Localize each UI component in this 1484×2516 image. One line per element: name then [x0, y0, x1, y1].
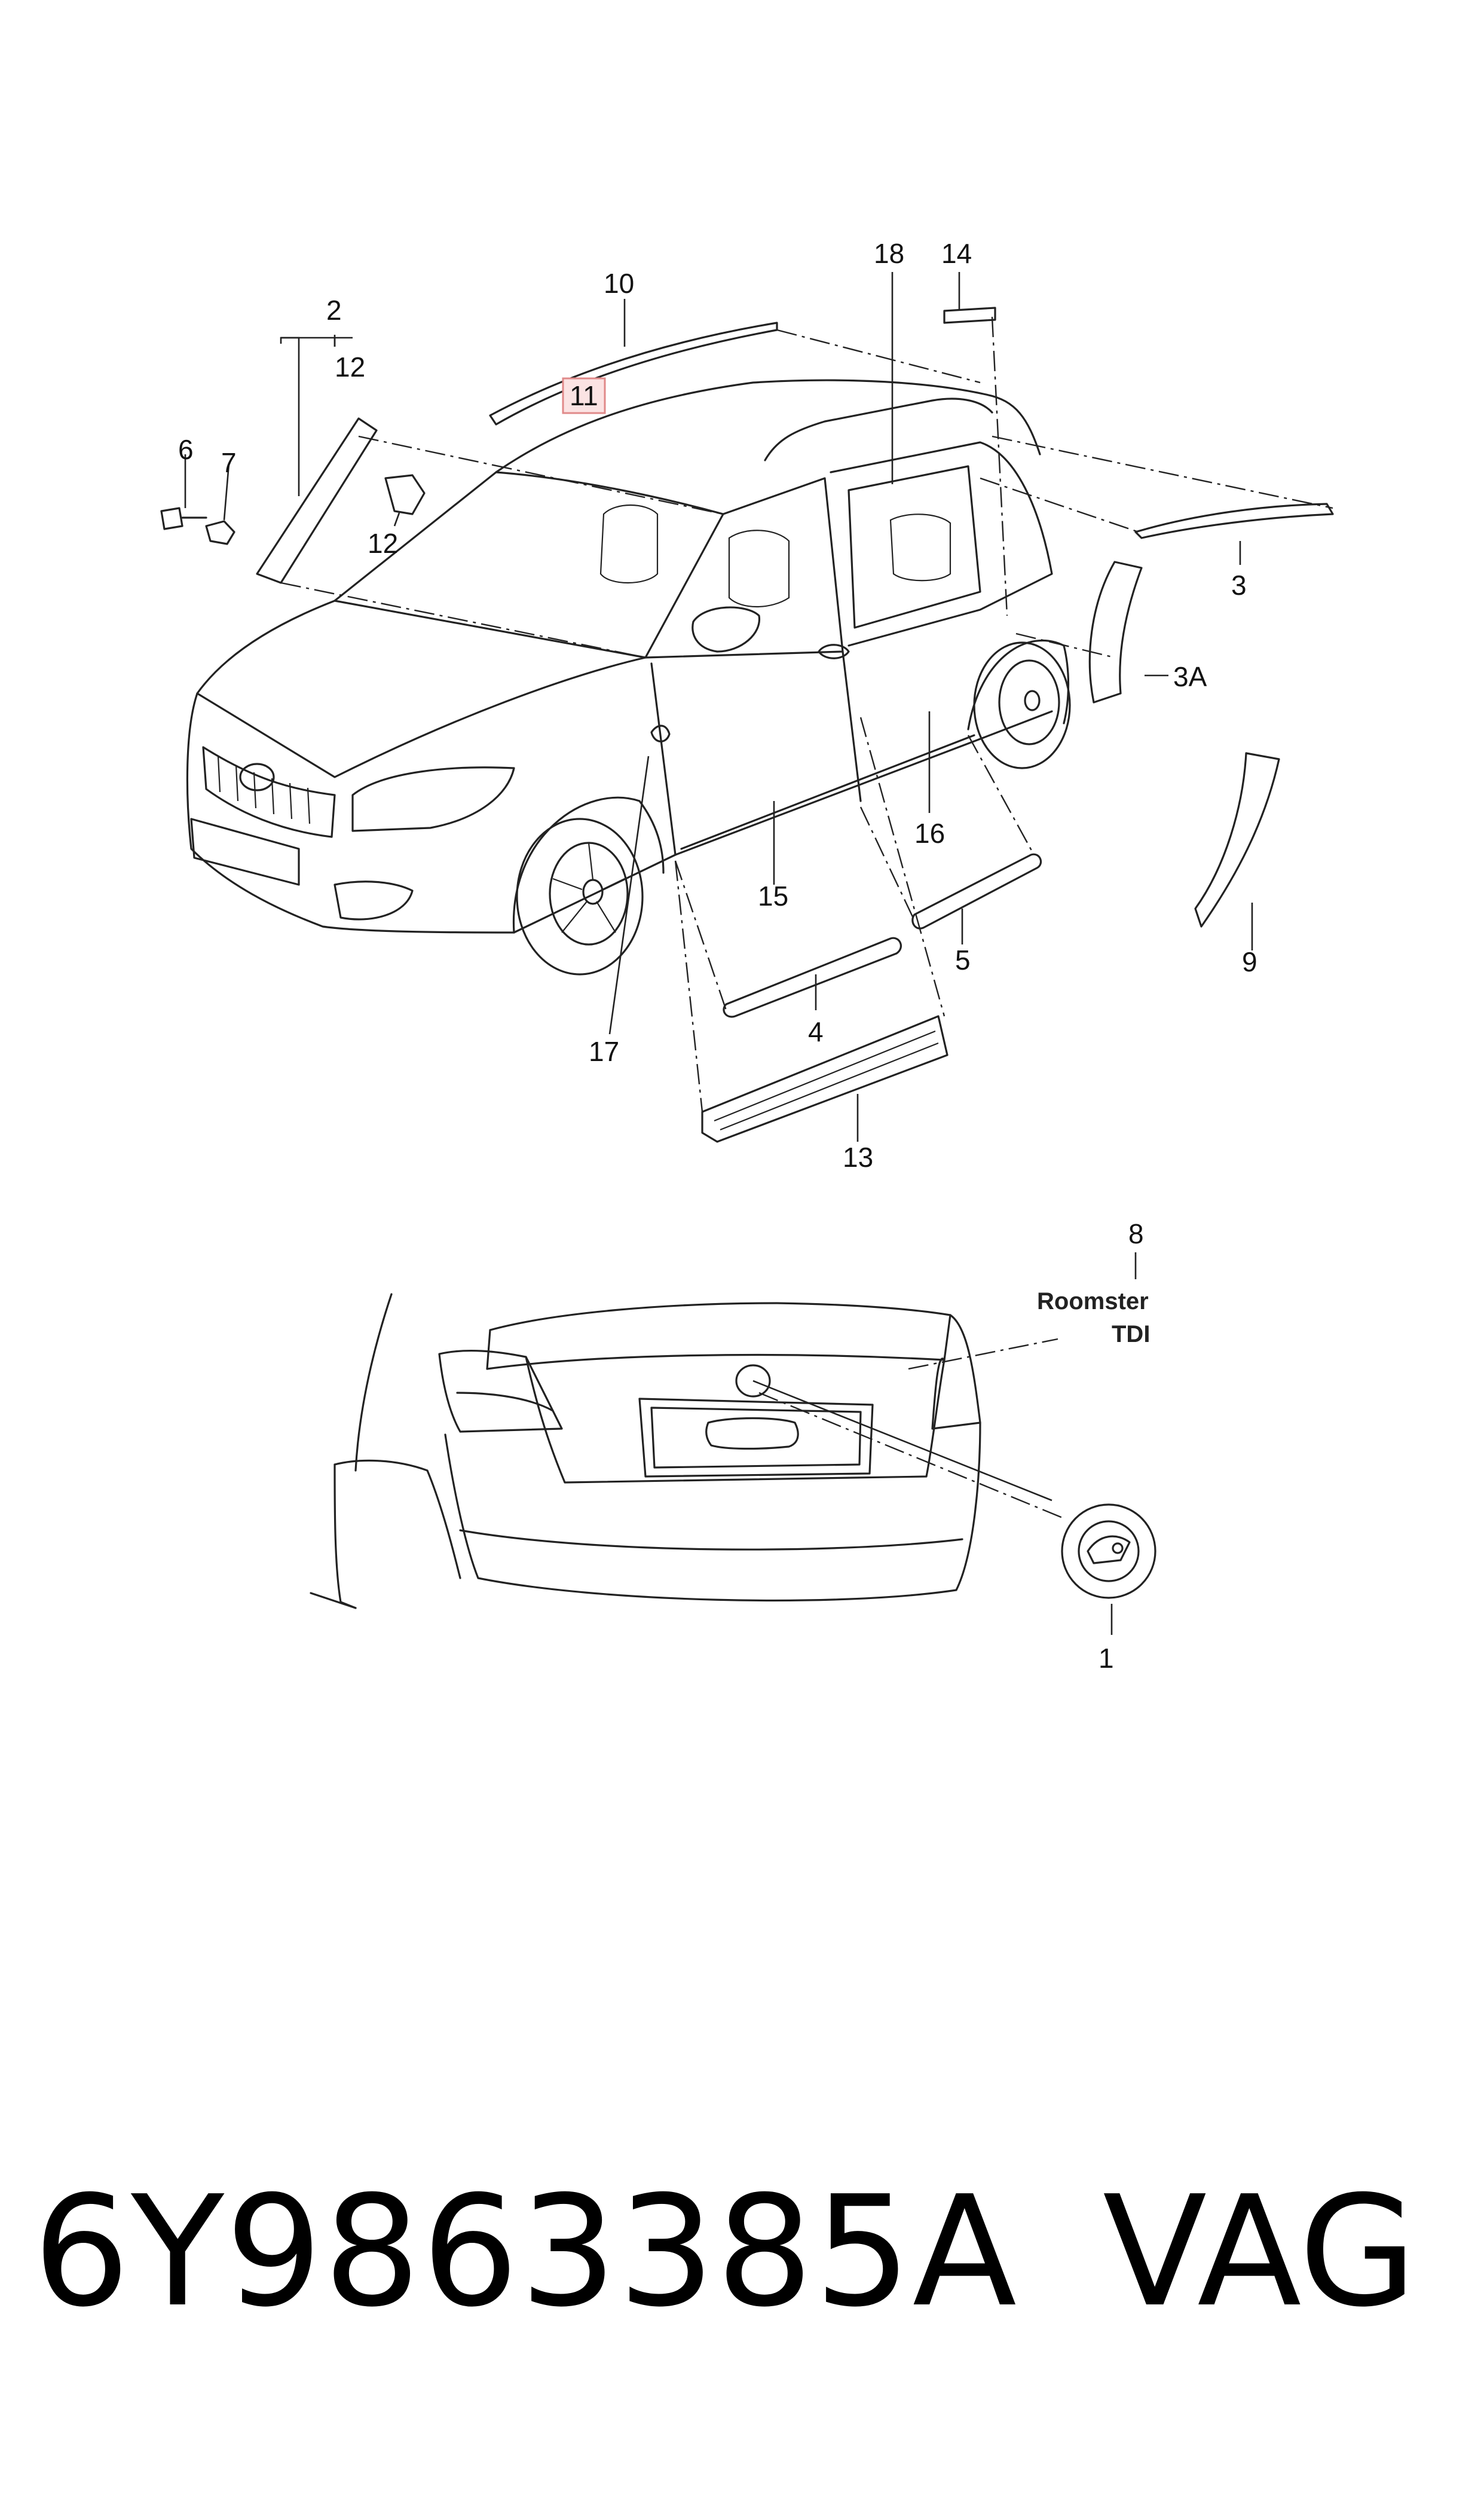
callout-10: 10 — [604, 268, 634, 299]
callout-11: 11 — [570, 380, 598, 411]
callout-12-upper: 12 — [335, 351, 365, 383]
callout-13: 13 — [843, 1142, 873, 1173]
callout-2: 2 — [326, 295, 342, 326]
callout-6: 6 — [178, 434, 194, 465]
part-screw — [160, 507, 207, 530]
car-rear-view — [310, 1252, 1156, 1635]
callout-3: 3 — [1231, 570, 1247, 601]
callout-16: 16 — [914, 818, 945, 849]
callout-4: 4 — [808, 1016, 824, 1047]
callout-17: 17 — [589, 1036, 619, 1067]
callout-12-lower: 12 — [368, 528, 398, 559]
part-front-door-molding — [723, 937, 902, 1018]
part-rear-arch-trim — [1088, 561, 1143, 704]
part-rear-trim — [1134, 503, 1334, 539]
callout-14: 14 — [941, 238, 972, 269]
callout-9: 9 — [1242, 946, 1257, 977]
callouts-front: 10 11 18 14 2 12 6 7 12 3 3A 9 16 15 5 4… — [178, 238, 1257, 1173]
skoda-emblem-icon — [1061, 1503, 1156, 1599]
callout-5: 5 — [955, 944, 971, 976]
part-c-pillar-trim — [1194, 752, 1280, 928]
callouts-rear: 8 Roomster TDI 1 — [1037, 1218, 1150, 1674]
callout-1: 1 — [1099, 1643, 1114, 1674]
loose-parts — [160, 307, 1334, 1143]
part-clip — [384, 474, 426, 515]
rear-badge-tdi: TDI — [1112, 1321, 1150, 1347]
part-clip-nut — [205, 520, 235, 545]
assembly-lines — [280, 316, 1333, 1112]
part-sill-plate — [701, 1015, 948, 1143]
callout-3a: 3A — [1173, 661, 1207, 692]
part-b-pillar-strip — [943, 307, 996, 324]
callout-7: 7 — [221, 447, 237, 478]
part-roof-trim — [489, 322, 778, 426]
rear-badge-roomster: Roomster — [1037, 1288, 1149, 1314]
callout-15: 15 — [758, 881, 788, 912]
callout-18: 18 — [874, 238, 904, 269]
car-front-view — [186, 379, 1071, 976]
callout-8: 8 — [1128, 1218, 1144, 1249]
callout-11-highlight — [562, 377, 606, 414]
part-number: 6Y9863385A — [33, 2163, 1018, 2341]
brand-label: VAG — [1103, 2163, 1417, 2341]
part-a-pillar-trim — [256, 417, 378, 584]
part-rear-door-molding — [911, 853, 1042, 930]
leader-lines — [184, 272, 1253, 1142]
